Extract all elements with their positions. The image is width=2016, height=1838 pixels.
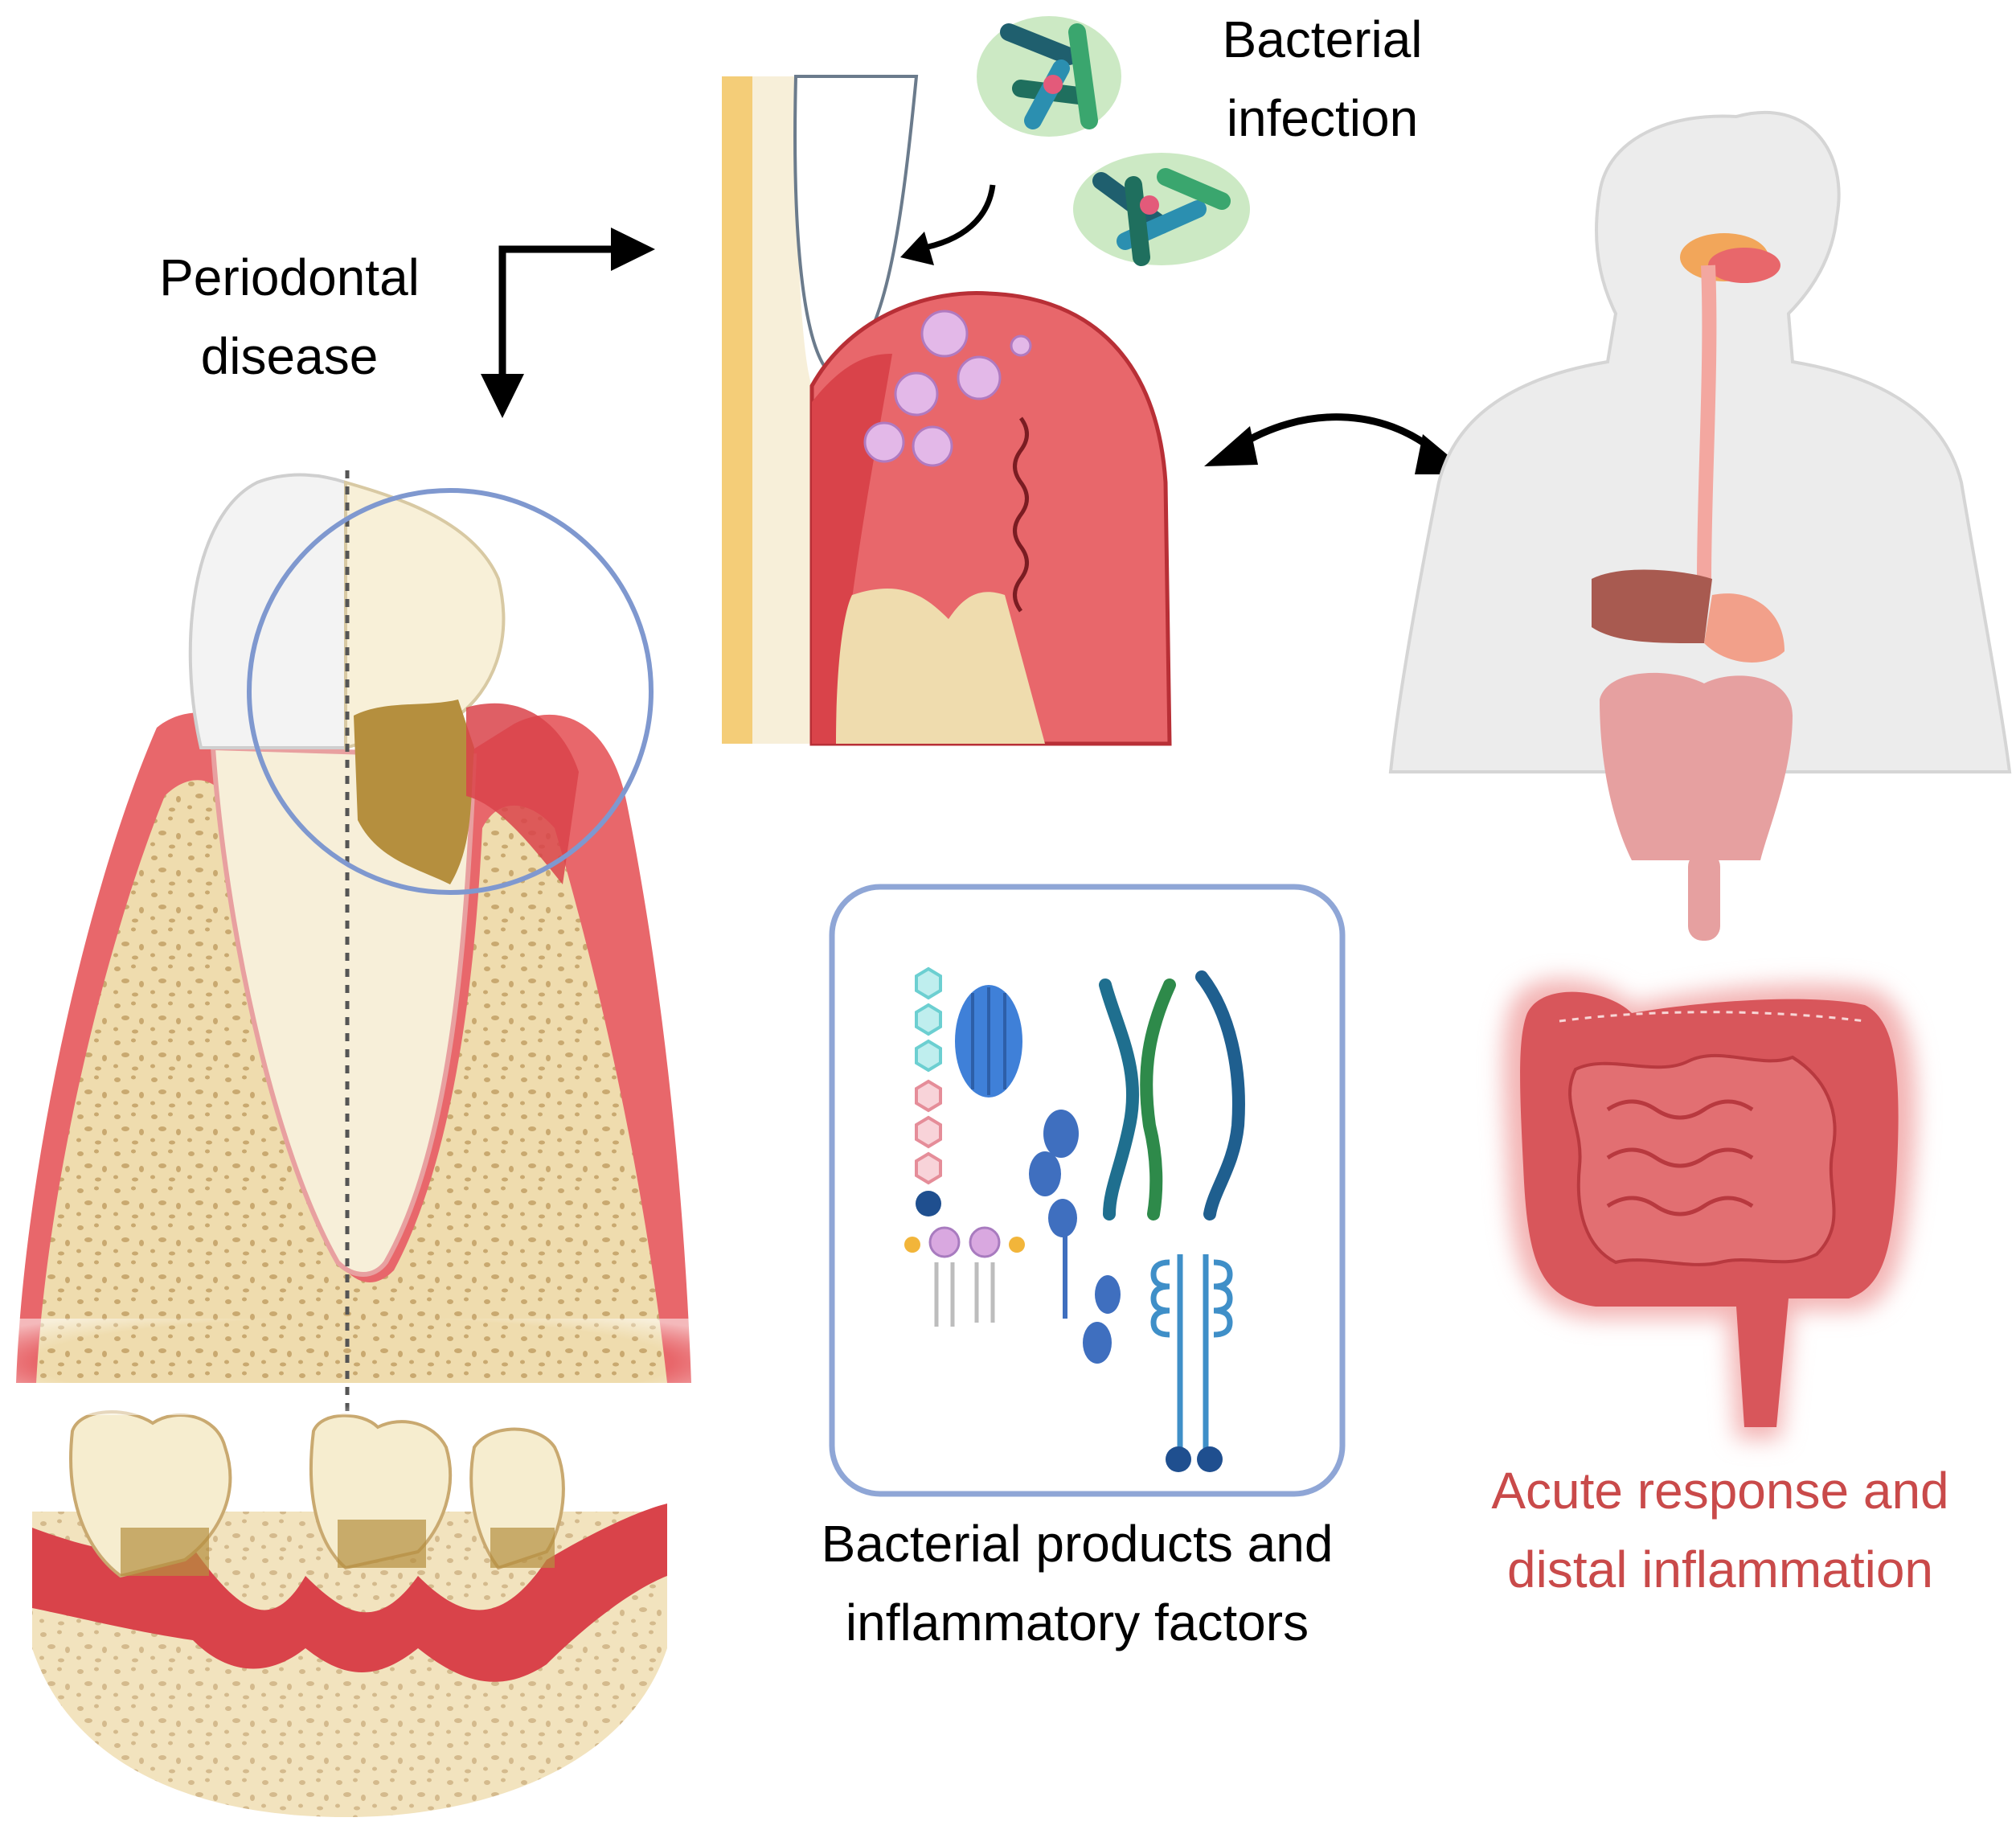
inflamed-gingiva — [466, 703, 579, 884]
bacteria-cluster-icon — [977, 16, 1250, 266]
molecule-factors-icon — [829, 884, 1346, 1497]
label-acute-line1: Acute response and — [1491, 1462, 1949, 1520]
molar-row-icon — [69, 1410, 565, 1578]
label-bacterial-line2: infection — [1226, 89, 1419, 147]
lower-gingiva — [32, 1504, 667, 1682]
label-bacterial-products: Bacterial products and inflammatory fact… — [748, 1504, 1407, 1662]
highlight-circle — [247, 488, 654, 895]
label-acute-line2: distal inflammation — [1507, 1541, 1933, 1598]
tooth-cross-section-icon — [0, 470, 707, 1817]
immune-cells-icon — [863, 310, 1032, 467]
label-products-line1: Bacterial products and — [821, 1515, 1334, 1573]
alveolar-bone — [36, 780, 667, 1383]
label-products-line2: inflammatory factors — [845, 1594, 1309, 1651]
label-bacterial-infection: Bacterial infection — [1170, 0, 1475, 158]
label-bacterial-line1: Bacterial — [1222, 10, 1423, 68]
periodontal-arrows — [481, 228, 655, 418]
label-periodontal-disease: Periodontal disease — [121, 238, 458, 396]
intestine-icon — [1503, 978, 1916, 1439]
bidirectional-arrow — [1204, 413, 1471, 474]
label-periodontal-line2: disease — [200, 327, 379, 385]
tooth-root — [210, 745, 477, 1277]
label-periodontal-line1: Periodontal — [159, 248, 420, 306]
human-body-digestive-icon — [1388, 110, 2012, 941]
label-acute-response: Acute response and distal inflammation — [1439, 1451, 2002, 1609]
gingiva-tissue-icon — [722, 75, 1172, 746]
plaque-calculus — [354, 700, 474, 884]
tooth-crown-right — [344, 480, 506, 750]
